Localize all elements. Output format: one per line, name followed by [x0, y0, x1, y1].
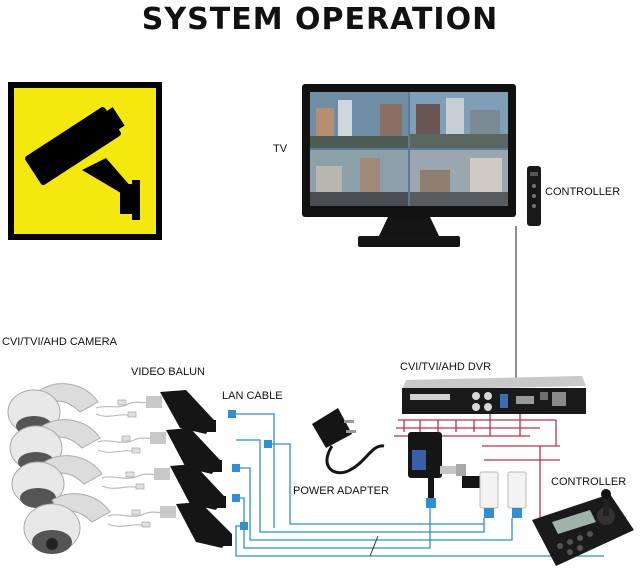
controller-top-label: CONTROLLER	[545, 186, 621, 198]
rj45-adapters	[479, 471, 527, 518]
tv-monitor	[302, 84, 516, 247]
page-title: SYSTEM OPERATION	[141, 2, 499, 37]
lan-plugs	[228, 410, 272, 530]
dvr-box	[402, 376, 586, 414]
camera-label: CVI/TVI/AHD CAMERA	[2, 336, 117, 348]
ptz-controller	[532, 489, 634, 566]
lan-cable-label: LAN CABLE	[222, 390, 283, 402]
dvr-label: CVI/TVI/AHD DVR	[400, 361, 492, 373]
security-sign-image: SECURITY SYSTEM	[8, 82, 162, 240]
controller-bottom-label: CONTROLLER	[551, 476, 627, 488]
power-adapter	[312, 408, 385, 475]
security-camera-icon	[25, 107, 140, 220]
dvr-balun	[408, 432, 480, 508]
ptz-cameras	[7, 383, 111, 554]
video-balun-label: VIDEO BALUN	[131, 366, 205, 378]
lan-cables	[232, 413, 604, 557]
video-baluns	[146, 390, 232, 548]
cable-connectors	[117, 399, 151, 528]
tv-label: TV	[273, 143, 288, 155]
remote-controller	[527, 166, 541, 226]
power-adapter-label: POWER ADAPTER	[293, 485, 389, 497]
